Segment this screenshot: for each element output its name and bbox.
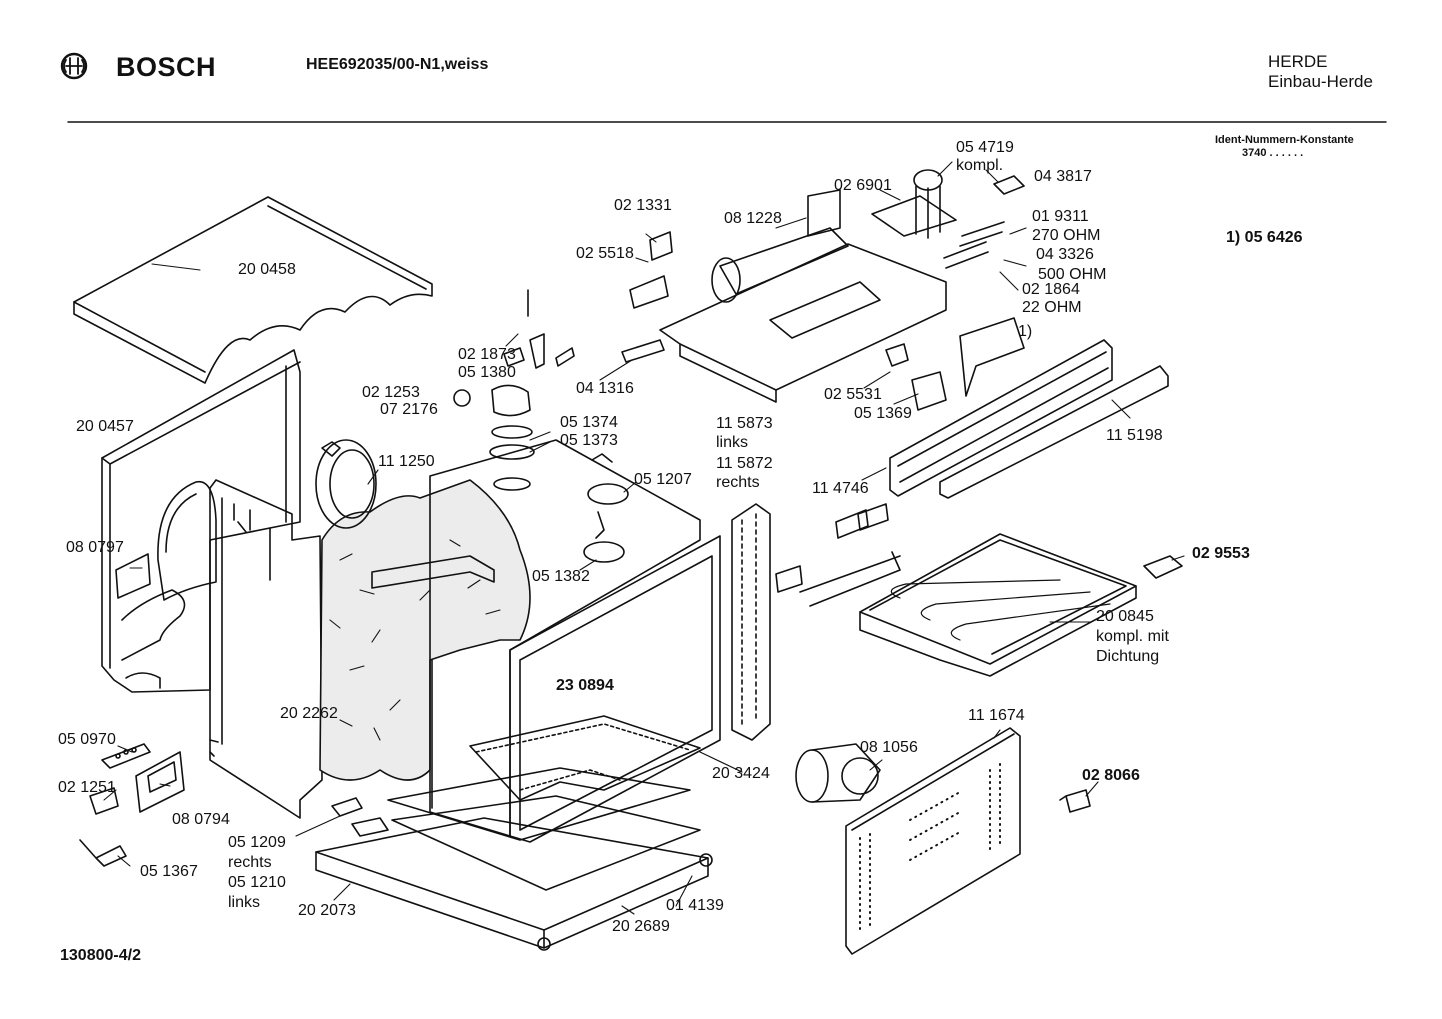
- drawing-number: 130800-4/2: [60, 947, 141, 964]
- part-label: 02 1251: [58, 779, 116, 796]
- part-label: links: [716, 434, 749, 451]
- part-label: 02 1331: [614, 197, 672, 214]
- part-label: 05 1374: [560, 414, 618, 431]
- part-label: 05 1210: [228, 874, 286, 891]
- part-label: kompl. mit: [1096, 628, 1169, 645]
- part-label: 02 1864: [1022, 281, 1080, 298]
- part-label: 20 0458: [238, 261, 296, 278]
- sensor-resistor-parts: [871, 169, 1025, 269]
- part-label: 04 3326: [1036, 246, 1094, 263]
- footnote-reference: 1) 05 6426: [1226, 229, 1303, 246]
- back-panel-part: [845, 727, 1021, 955]
- part-label: 02 1253: [362, 384, 420, 401]
- part-label: 23 0894: [556, 677, 614, 694]
- part-label: 05 1373: [560, 432, 618, 449]
- terminal-block-part: [1143, 555, 1183, 579]
- part-label: 02 9553: [1192, 545, 1250, 562]
- part-label: rechts: [228, 854, 272, 871]
- part-label: rechts: [716, 474, 760, 491]
- bottom-panels-part: [315, 767, 713, 951]
- control-panel-rails: [885, 317, 1169, 499]
- ident-label: Ident-Nummern-Konstante: [1215, 134, 1354, 146]
- part-label: 02 1873: [458, 346, 516, 363]
- part-label: 02 6901: [834, 177, 892, 194]
- part-label: 04 3817: [1034, 168, 1092, 185]
- part-label: Dichtung: [1096, 648, 1160, 665]
- part-label: 22 OHM: [1022, 299, 1082, 316]
- nut-part: [1059, 789, 1091, 813]
- fan-ring-part: [315, 439, 377, 529]
- part-label: links: [228, 894, 261, 911]
- part-label: 20 3424: [712, 765, 770, 782]
- part-label: 01 4139: [666, 897, 724, 914]
- part-label: 02 8066: [1082, 767, 1140, 784]
- model-number: HEE692035/00-N1,weiss: [306, 56, 489, 73]
- part-label: 11 5872: [716, 455, 773, 472]
- brand-name: BOSCH: [116, 52, 217, 82]
- side-panel-part: [101, 349, 301, 693]
- part-label: 20 0845: [1096, 608, 1154, 625]
- heating-element-part: [775, 503, 1137, 677]
- side-wall-part: [209, 479, 323, 819]
- category-title: HERDE: [1268, 52, 1328, 71]
- part-label: 20 0457: [76, 418, 134, 435]
- leader-lines: [103, 161, 1185, 915]
- part-label: 05 1367: [140, 863, 198, 880]
- part-label: 05 1380: [458, 364, 516, 381]
- part-label: 05 0970: [58, 731, 116, 748]
- part-label: 11 5198: [1106, 427, 1163, 444]
- part-label: 270 OHM: [1032, 227, 1101, 244]
- part-label: 08 0797: [66, 539, 124, 556]
- part-label: 02 5531: [824, 386, 882, 403]
- part-label: 05 1369: [854, 405, 912, 422]
- part-label: 20 2689: [612, 918, 670, 935]
- part-label: 05 1207: [634, 471, 692, 488]
- part-label: 02 5518: [576, 245, 634, 262]
- bosch-logo-icon: [60, 52, 88, 80]
- part-label: 11 4746: [812, 480, 869, 497]
- category-subtitle: Einbau-Herde: [1268, 72, 1373, 91]
- part-label: 08 0794: [172, 811, 230, 828]
- part-label: 04 1316: [576, 380, 634, 397]
- door-seal-part: [469, 715, 743, 801]
- part-label: 11 1674: [968, 707, 1025, 724]
- side-rails-part: [731, 503, 771, 741]
- part-label: kompl.: [956, 157, 1004, 174]
- ident-value: 3740 . . . . . .: [1242, 147, 1304, 159]
- part-label: 11 5873: [716, 415, 773, 432]
- vent-parts: [583, 453, 629, 563]
- part-label: 08 1228: [724, 210, 782, 227]
- insulation-part: [319, 479, 531, 781]
- part-label: 05 1209: [228, 834, 286, 851]
- part-label: 500 OHM: [1038, 266, 1107, 283]
- part-label: 20 2262: [280, 705, 338, 722]
- part-label: 11 1250: [378, 453, 435, 470]
- part-label: 20 2073: [298, 902, 356, 919]
- part-label: 05 4719: [956, 139, 1014, 156]
- control-assembly-part: [621, 189, 947, 403]
- top-cover-part: [73, 196, 433, 384]
- part-label: 05 1382: [532, 568, 590, 585]
- thermostat-parts: [453, 289, 575, 491]
- fan-motor-part: [795, 743, 881, 803]
- part-label: 1): [1018, 323, 1033, 340]
- part-label: 01 9311: [1032, 208, 1089, 225]
- part-label: 07 2176: [380, 401, 438, 418]
- part-label: 08 1056: [860, 739, 918, 756]
- small-parts-left: [79, 743, 389, 867]
